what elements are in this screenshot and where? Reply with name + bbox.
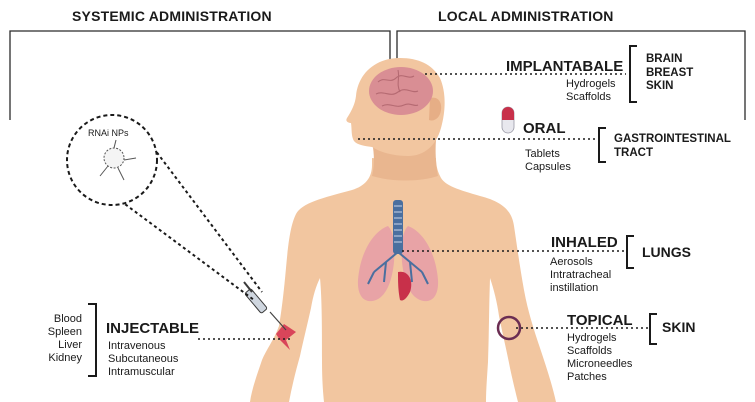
- lung-left: [357, 226, 395, 302]
- heart: [398, 271, 412, 301]
- systemic-frame: [9, 30, 391, 120]
- implantable-targets: BRAIN BREAST SKIN: [646, 53, 693, 94]
- magnifier-lines: [105, 137, 263, 301]
- injectable-forms: Intravenous Subcutaneous Intramuscular: [108, 340, 178, 379]
- ear: [429, 97, 442, 121]
- systemic-header: SYSTEMIC ADMINISTRATION: [72, 8, 272, 24]
- topical-title: TOPICAL: [567, 312, 633, 329]
- form-item: Intravenous: [108, 340, 166, 352]
- form-item: instillation: [550, 282, 599, 294]
- nanoparticle-icon: [99, 139, 137, 181]
- form-item: Subcutaneous: [108, 353, 179, 365]
- topical-site-ring: [496, 315, 522, 341]
- capsule-icon: [501, 106, 515, 134]
- target-item: TRACT: [614, 146, 653, 159]
- injection-site: [276, 324, 296, 350]
- human-body: [250, 58, 556, 402]
- form-item: Scaffolds: [566, 91, 612, 103]
- brain: [369, 67, 433, 115]
- form-item: Scaffolds: [567, 345, 613, 357]
- implantable-forms: Hydrogels Scaffolds: [566, 78, 616, 104]
- local-frame: [396, 30, 746, 120]
- topical-target: SKIN: [662, 319, 696, 335]
- injectable-title: INJECTABLE: [106, 320, 200, 337]
- oral-forms: Tablets Capsules: [525, 148, 571, 174]
- target-item: BRAIN: [646, 53, 683, 65]
- target-item: Kidney: [48, 352, 82, 364]
- inhaled-forms: Aerosols Intratracheal instillation: [550, 256, 611, 295]
- implantable-title: IMPLANTABALE: [506, 58, 624, 75]
- form-item: Tablets: [525, 148, 560, 160]
- form-item: Microneedles: [567, 358, 633, 370]
- target-item: SKIN: [646, 80, 674, 92]
- brackets: [88, 45, 657, 377]
- brain-folds: [375, 69, 419, 107]
- syringe: [243, 281, 287, 331]
- form-item: Capsules: [525, 161, 571, 173]
- target-item: BREAST: [646, 66, 694, 79]
- inhaled-target: LUNGS: [642, 244, 691, 260]
- bronchi: [367, 251, 429, 285]
- target-item: Blood: [53, 313, 82, 325]
- target-item: Spleen: [47, 326, 82, 338]
- trachea: [393, 200, 403, 254]
- form-item: Intratracheal: [550, 269, 612, 281]
- oral-title: ORAL: [523, 120, 566, 137]
- injectable-targets: Blood Spleen Liver Kidney: [26, 313, 82, 365]
- local-header: LOCAL ADMINISTRATION: [438, 8, 614, 24]
- form-item: Hydrogels: [567, 332, 617, 344]
- oral-targets: GASTROINTESTINAL TRACT: [614, 133, 731, 160]
- form-item: Aerosols: [550, 256, 593, 268]
- dotted-connectors: [196, 73, 648, 340]
- trachea-rings: [394, 205, 402, 243]
- target-item: GASTROINTESTINAL: [614, 133, 731, 145]
- target-item: Liver: [58, 339, 82, 351]
- topical-forms: Hydrogels Scaffolds Microneedles Patches: [567, 332, 632, 384]
- nanoparticle-label: RNAi NPs: [88, 128, 129, 138]
- form-item: Hydrogels: [566, 78, 616, 90]
- form-item: Patches: [567, 371, 607, 383]
- form-item: Intramuscular: [108, 366, 175, 378]
- inhaled-title: INHALED: [551, 234, 618, 251]
